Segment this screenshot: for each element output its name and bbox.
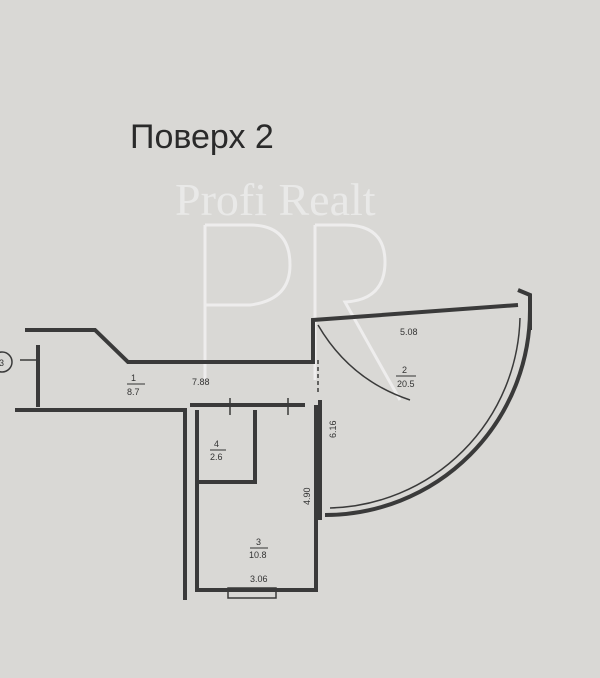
dim-corridor: 7.88 (192, 377, 210, 387)
watermark-logo: Profi Realt (175, 174, 402, 401)
svg-text:2: 2 (402, 365, 407, 375)
svg-text:8.7: 8.7 (127, 387, 140, 397)
room-4: 4 2.6 (210, 439, 226, 462)
floor-title: Поверх 2 (130, 118, 274, 156)
svg-text:2.6: 2.6 (210, 452, 223, 462)
dim-room3-length: 4.90 (302, 487, 312, 505)
svg-text:1: 1 (131, 373, 136, 383)
svg-text:3: 3 (256, 537, 261, 547)
dim-room3-width: 3.06 (250, 574, 268, 584)
room-2: 2 20.5 (396, 365, 416, 389)
svg-text:10.8: 10.8 (249, 550, 267, 560)
dim-room2-width: 5.08 (400, 327, 418, 337)
room-3: 3 10.8 (249, 537, 268, 560)
dim-room2-depth: 6.16 (328, 420, 338, 438)
walls (15, 288, 532, 600)
room-1: 1 8.7 (127, 373, 145, 397)
svg-text:4: 4 (214, 439, 219, 449)
watermark-text: Profi Realt (175, 174, 376, 225)
axis-marker-label: 3 (0, 358, 4, 368)
axis-marker (0, 351, 13, 373)
svg-text:20.5: 20.5 (397, 379, 415, 389)
